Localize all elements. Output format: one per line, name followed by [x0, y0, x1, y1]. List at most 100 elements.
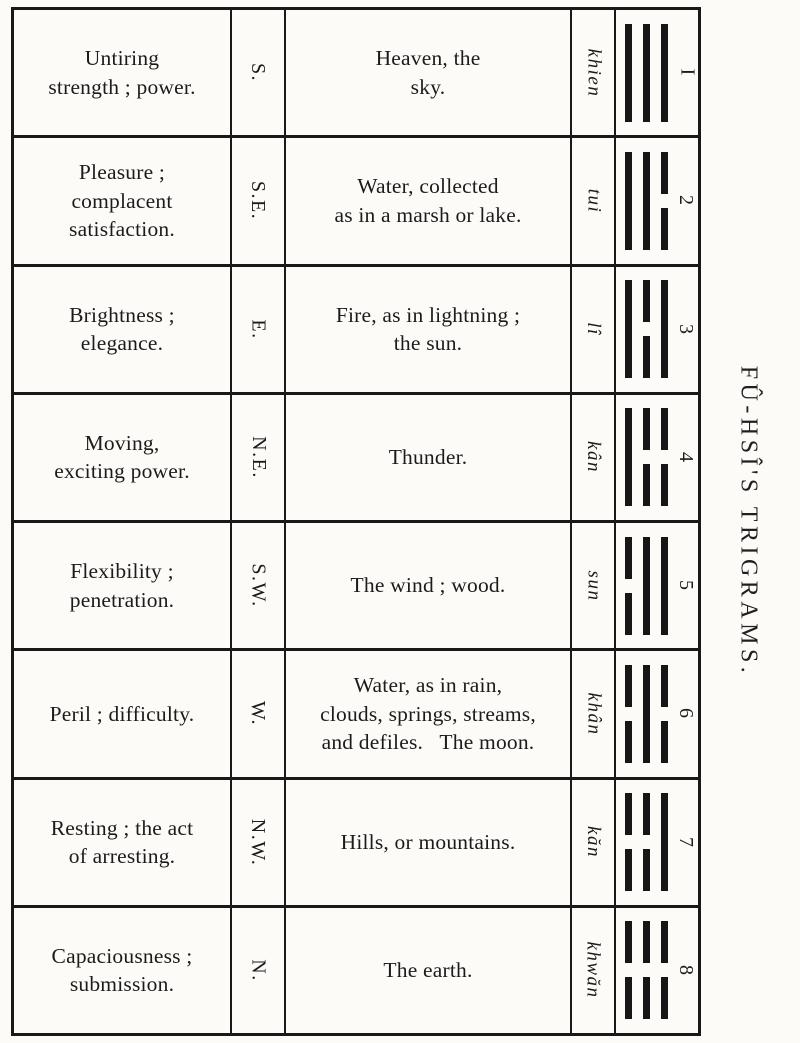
phenomenon-text: Water, collected as in a marsh or lake. [334, 174, 522, 227]
trigram-name: sun [583, 570, 604, 602]
name-cell: khien [572, 10, 616, 136]
trigram-name: khien [583, 48, 604, 97]
name-cell: tui [572, 138, 616, 264]
trigram-row: Moving, exciting power. N.E. Thunder. kâ… [14, 394, 698, 523]
direction-cell: S. [232, 10, 286, 136]
trigram-figure [625, 793, 668, 892]
attribute-text: Resting ; the act of arresting. [50, 815, 194, 869]
attribute-text: Brightness ; elegance. [69, 302, 175, 356]
trigram-line-solid [643, 23, 650, 122]
trigram-row: Untiring strength ; power. S. Heaven, th… [14, 10, 699, 139]
trigram-name: kăn [583, 826, 604, 859]
trigram-row: Flexibility ; penetration. S.W. The wind… [14, 523, 698, 652]
trigram-line-solid [661, 793, 668, 892]
figure-cell: I [616, 10, 699, 135]
trigram-table: Untiring strength ; power. S. Heaven, th… [11, 7, 701, 1036]
trigram-line-broken [625, 536, 632, 635]
name-cell: kăn [572, 779, 616, 905]
direction-text: N. [247, 959, 270, 982]
trigram-figure [625, 921, 668, 1020]
plate-title-container: FÛ-HSÎ'S TRIGRAMS. [702, 0, 794, 1043]
phenomenon-cell: Heaven, the sky. [286, 10, 572, 136]
plate-title: FÛ-HSÎ'S TRIGRAMS. [735, 365, 762, 678]
phenomenon-cell: Fire, as in lightning ; the sun. [286, 266, 572, 392]
figure-cell: 4 [616, 395, 698, 520]
trigram-number: 3 [675, 323, 697, 335]
direction-text: S.W. [247, 563, 270, 608]
attribute-cell: Peril ; difficulty. [14, 651, 232, 777]
attribute-cell: Capaciousness ; submission. [14, 907, 232, 1033]
trigram-line-broken [661, 664, 668, 763]
phenomenon-text: Heaven, the sky. [375, 46, 481, 99]
trigram-line-broken [625, 664, 632, 763]
trigram-line-solid [643, 151, 650, 250]
figure-cell: 8 [616, 908, 698, 1033]
phenomenon-cell: The earth. [286, 907, 572, 1033]
phenomenon-text: Thunder. [388, 445, 468, 470]
figure-cell: 6 [616, 651, 698, 776]
trigram-line-solid [625, 23, 632, 122]
trigram-line-broken [643, 280, 650, 379]
trigram-number: 5 [675, 580, 697, 592]
figure-cell: 3 [616, 267, 698, 392]
trigram-line-solid [643, 536, 650, 635]
trigram-number: 4 [675, 451, 697, 463]
trigram-figure [625, 280, 668, 379]
direction-text: N.E. [247, 436, 270, 479]
trigram-number: 8 [675, 964, 697, 976]
figure-cell: 7 [616, 780, 698, 905]
phenomenon-cell: Hills, or mountains. [286, 779, 572, 905]
direction-cell: N. [232, 907, 286, 1033]
trigram-line-broken [661, 151, 668, 250]
trigram-line-broken [661, 408, 668, 507]
trigram-line-broken [643, 408, 650, 507]
trigram-line-solid [625, 408, 632, 507]
trigram-number: 6 [675, 708, 697, 720]
trigram-figure [625, 23, 668, 122]
trigram-name: khwăn [583, 941, 605, 999]
attribute-cell: Brightness ; elegance. [14, 266, 232, 392]
attribute-text: Capaciousness ; submission. [51, 943, 193, 997]
phenomenon-cell: Thunder. [286, 394, 572, 520]
attribute-cell: Pleasure ; complacent satisfaction. [14, 138, 232, 264]
trigram-line-broken [661, 921, 668, 1020]
direction-cell: N.E. [232, 394, 286, 520]
trigram-row: Brightness ; elegance. E. Fire, as in li… [14, 266, 698, 395]
name-cell: kân [572, 394, 616, 520]
trigram-figure [625, 151, 668, 250]
attribute-cell: Untiring strength ; power. [14, 10, 232, 136]
trigram-number: 2 [675, 195, 697, 207]
direction-text: W. [247, 701, 270, 727]
attribute-cell: Moving, exciting power. [14, 394, 232, 520]
direction-cell: E. [232, 266, 286, 392]
direction-cell: W. [232, 651, 286, 777]
phenomenon-text: Water, as in rain, clouds, springs, stre… [320, 672, 536, 755]
trigram-row: Pleasure ; complacent satisfaction. S.E.… [14, 138, 698, 267]
trigram-name: lî [583, 322, 604, 336]
trigram-line-broken [643, 921, 650, 1020]
attribute-text: Untiring strength ; power. [48, 46, 196, 99]
trigram-number: 7 [675, 836, 697, 848]
attribute-text: Flexibility ; penetration. [69, 559, 175, 612]
phenomenon-text: The earth. [383, 958, 473, 983]
direction-text: S.E. [247, 181, 270, 221]
direction-text: S. [247, 63, 270, 83]
trigram-line-solid [625, 280, 632, 379]
name-cell: khwăn [572, 907, 616, 1033]
trigram-row: Capaciousness ; submission. N. The earth… [14, 907, 698, 1033]
trigram-number: I [676, 68, 699, 77]
phenomenon-cell: Water, collected as in a marsh or lake. [286, 138, 572, 264]
trigram-line-broken [625, 793, 632, 892]
figure-cell: 2 [616, 138, 698, 263]
phenomenon-text: Fire, as in lightning ; the sun. [335, 302, 521, 356]
trigram-line-solid [625, 151, 632, 250]
trigram-row: Resting ; the act of arresting. N.W. Hil… [14, 779, 698, 908]
attribute-text: Moving, exciting power. [54, 430, 190, 484]
trigram-line-solid [661, 23, 668, 122]
trigram-name: kân [583, 441, 604, 474]
attribute-cell: Flexibility ; penetration. [14, 523, 232, 649]
attribute-text: Peril ; difficulty. [49, 701, 195, 726]
direction-cell: N.W. [232, 779, 286, 905]
trigram-line-broken [643, 793, 650, 892]
trigram-figure [625, 664, 668, 763]
